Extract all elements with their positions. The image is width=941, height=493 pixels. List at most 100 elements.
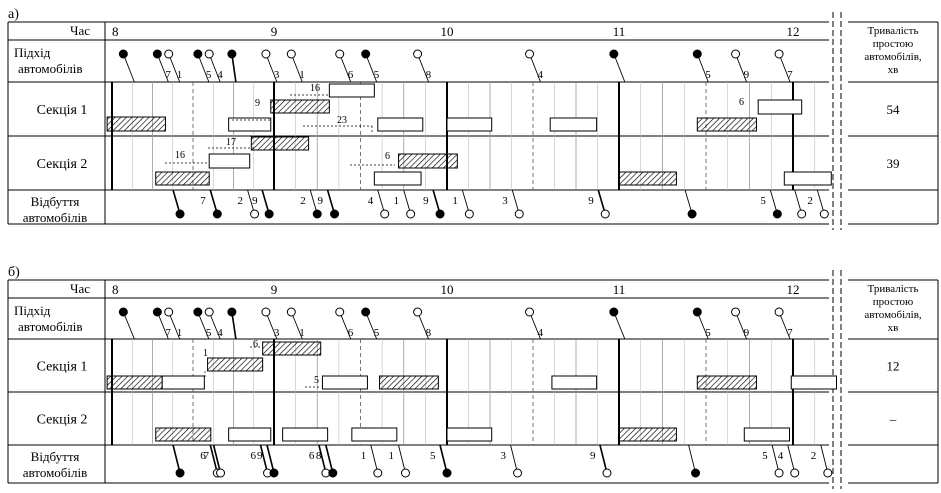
service-bar-hatched — [379, 375, 439, 390]
arrival-stem — [339, 53, 352, 83]
departure-stem — [820, 444, 829, 474]
departure-dot-filled — [330, 209, 340, 219]
hour-label: 12 — [787, 24, 800, 39]
service-bar-open — [282, 427, 329, 442]
arrival-dot-filled — [361, 49, 371, 59]
departure-dot-filled — [269, 468, 279, 478]
service-bar-hatched — [262, 341, 322, 356]
service-bar-open — [228, 117, 272, 132]
departure-number: 1 — [394, 195, 400, 207]
arrival-stem — [778, 53, 791, 83]
arrival-dot-filled — [692, 307, 702, 317]
row-label-section-1: Секція 1 — [37, 360, 88, 375]
idle-value-section-2: 39 — [887, 156, 900, 171]
departure-number: 5 — [760, 195, 766, 207]
hour-label: 9 — [271, 282, 278, 297]
service-bar-open — [328, 83, 375, 98]
departure-dot-open — [514, 209, 524, 219]
arrival-number: 5 — [705, 327, 711, 339]
schedule-panel-1: а)Тривалістьпростоюавтомобілів,хв5439Час… — [7, 7, 939, 230]
wait-connectors — [204, 346, 320, 388]
departure-number: 7 — [204, 450, 210, 462]
departure-dot-filled — [435, 209, 445, 219]
departure-dot-filled — [264, 209, 274, 219]
row-label-arrival-line1: Підхід — [14, 303, 51, 318]
arrival-number: 9 — [744, 69, 750, 81]
arrival-dot-open — [164, 49, 174, 59]
arrival-stem — [122, 53, 135, 83]
departure-dot-open — [513, 468, 523, 478]
arrival-dot-open — [774, 49, 784, 59]
wait-duration-label: 6 — [253, 339, 258, 350]
arrival-stem — [735, 311, 747, 340]
row-label-departure-line2: автомобілів — [23, 465, 88, 480]
service-bar-open — [757, 99, 803, 115]
departure-number: 2 — [238, 195, 244, 207]
departure-dot-open — [250, 209, 260, 219]
hour-label: 8 — [112, 282, 119, 297]
arrival-number: 5 — [206, 69, 212, 81]
departure-dot-open — [406, 209, 416, 219]
departure-number: 9 — [423, 195, 429, 207]
idle-header-line: автомобілів, — [864, 309, 922, 321]
service-bar-open — [783, 171, 832, 186]
arrival-number: 4 — [538, 69, 544, 81]
departure-number: 1 — [452, 195, 458, 207]
arrival-dot-filled — [361, 307, 371, 317]
wait-duration-label: 23 — [337, 115, 347, 126]
arrival-stem — [168, 311, 181, 340]
departure-stem — [172, 444, 181, 474]
arrival-stem — [156, 53, 169, 83]
departure-number: 2 — [300, 195, 306, 207]
hour-label: 10 — [441, 24, 454, 39]
departure-dot-filled — [442, 468, 452, 478]
arrival-stem — [696, 53, 709, 83]
departure-number: 3 — [501, 450, 507, 462]
departure-dot-open — [400, 468, 410, 478]
departure-stem — [771, 444, 780, 474]
service-bar-open — [161, 375, 205, 390]
service-bar-open — [551, 375, 598, 390]
idle-header-line: Тривалість — [868, 283, 919, 295]
service-bar-hatched — [618, 171, 677, 186]
hour-label: 11 — [613, 24, 626, 39]
arrival-dot-filled — [118, 307, 128, 317]
departure-number: 2 — [807, 195, 813, 207]
row-label-section-2: Секція 2 — [37, 413, 88, 428]
arrival-number: 1 — [299, 69, 305, 81]
departure-stem — [212, 444, 222, 474]
departure-dot-open — [380, 209, 390, 219]
departure-dot-filled — [772, 209, 782, 219]
arrival-number: 1 — [177, 327, 183, 339]
departure-stem — [266, 444, 275, 474]
arrival-number: 1 — [299, 327, 305, 339]
wait-duration-label: 17 — [226, 137, 236, 148]
arrival-stem — [778, 311, 791, 340]
service-bar-hatched — [398, 153, 458, 169]
arrival-stem — [208, 311, 221, 340]
arrival-number: 6 — [348, 69, 354, 81]
departure-number: 9 — [318, 195, 324, 207]
departure-stem — [259, 444, 269, 474]
arrival-dot-open — [204, 307, 214, 317]
idle-header-line: автомобілів, — [864, 51, 922, 63]
wait-duration-label: 16 — [310, 83, 320, 94]
arrival-number: 5 — [206, 327, 212, 339]
arrival-stem — [231, 311, 237, 340]
departure-dot-open — [373, 468, 383, 478]
departure-number: 8 — [316, 450, 322, 462]
arrival-stem — [265, 311, 278, 340]
hour-label: 11 — [613, 282, 626, 297]
service-bar-hatched — [270, 99, 330, 114]
arrival-stem — [208, 53, 221, 83]
wait-annotations: 165 — [203, 339, 319, 386]
service-bar-hatched — [106, 116, 166, 132]
departure-dot-open — [464, 209, 474, 219]
